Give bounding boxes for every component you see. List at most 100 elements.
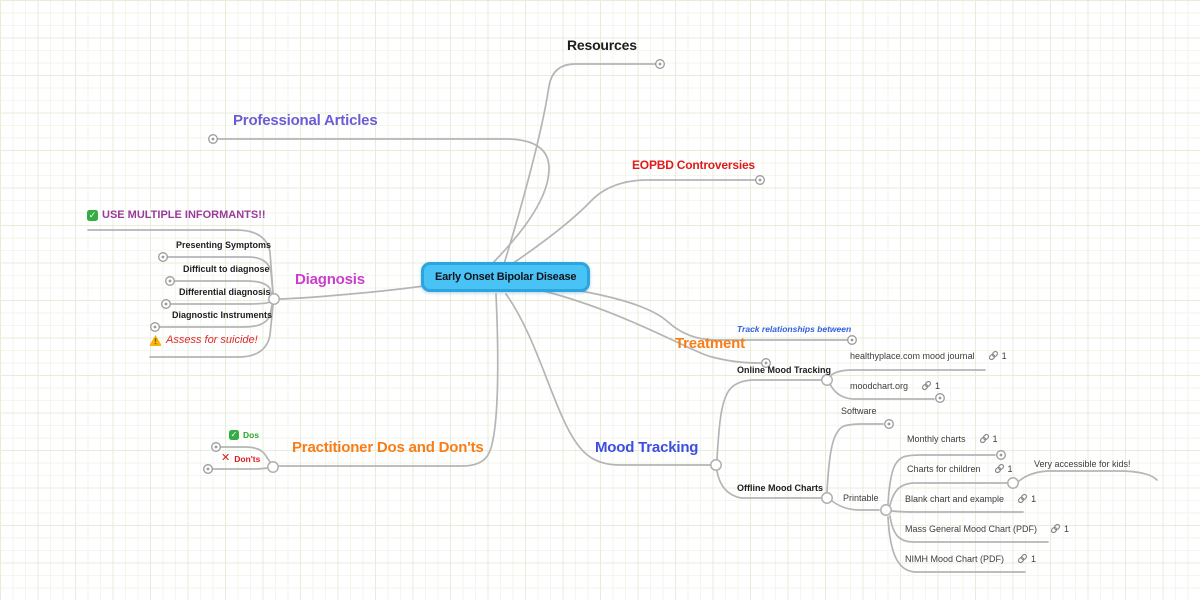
topic-blank-chart[interactable]: Blank chart and example 1 [905, 493, 1036, 504]
topic-diagnosis[interactable]: Diagnosis [295, 271, 365, 288]
topic-label: Don'ts [234, 453, 261, 464]
branch-junction-charts-for-children[interactable] [1007, 477, 1019, 489]
topic-donts[interactable]: ✕ Don'ts [221, 453, 260, 464]
topic-label: Assess for suicide! [166, 334, 258, 346]
topic-practitioner-dos-donts[interactable]: Practitioner Dos and Don'ts [292, 439, 484, 456]
topic-charts-for-children[interactable]: Charts for children 1 [907, 463, 1013, 474]
attachment-link[interactable]: 1 [994, 463, 1013, 474]
topic-label: Monthly charts [907, 433, 966, 444]
topic-professional-articles[interactable]: Professional Articles [233, 112, 378, 129]
topic-resources[interactable]: Resources [567, 37, 637, 53]
collapse-indicator-treatment[interactable] [761, 358, 771, 368]
link-count: 1 [1007, 463, 1013, 474]
connector-mood-tracking [505, 293, 711, 466]
topic-differential-diagnosis[interactable]: Differential diagnosis [179, 287, 271, 297]
link-count: 1 [1001, 350, 1007, 361]
topic-eopbd-controversies[interactable]: EOPBD Controversies [632, 158, 755, 172]
connector-healthyplace [829, 369, 986, 377]
collapse-indicator-dos[interactable] [211, 442, 221, 452]
topic-software[interactable]: Software [841, 406, 877, 416]
x-mark-icon: ✕ [221, 452, 231, 464]
collapse-indicator-track-relationships[interactable] [847, 335, 857, 345]
topic-track-relationships[interactable]: Track relationships between [737, 324, 852, 334]
topic-dos[interactable]: ✓ Dos [229, 430, 259, 440]
topic-moodchart[interactable]: moodchart.org 1 [850, 380, 940, 391]
connector-very-accessible [1018, 470, 1158, 482]
topic-presenting-symptoms[interactable]: Presenting Symptoms [176, 240, 272, 250]
connector-practitioner [278, 293, 499, 467]
topic-printable[interactable]: Printable [843, 493, 879, 503]
topic-diagnostic-instruments[interactable]: Diagnostic Instruments [172, 310, 273, 320]
link-count: 1 [1031, 553, 1037, 564]
attachment-link[interactable]: 1 [1017, 493, 1036, 504]
branch-junction-practitioner[interactable] [267, 461, 279, 473]
topic-label: Mass General Mood Chart (PDF) [905, 523, 1038, 534]
branch-junction-mood-tracking[interactable] [710, 459, 722, 471]
collapse-indicator-resources[interactable] [655, 59, 665, 69]
connector-resources [503, 63, 661, 265]
topic-online-mood-tracking[interactable]: Online Mood Tracking [737, 365, 832, 375]
collapse-indicator-difficult[interactable] [165, 276, 175, 286]
connector-assess-suicide [149, 304, 274, 358]
connector-treatment [511, 283, 762, 364]
topic-label: Blank chart and example [905, 493, 1005, 504]
collapse-indicator-moodchart[interactable] [935, 393, 945, 403]
topic-difficult-to-diagnose[interactable]: Difficult to diagnose [183, 264, 270, 274]
connector-online-mood-tracking [716, 379, 822, 460]
attachment-link[interactable]: 1 [979, 433, 998, 444]
connector-instruments [154, 304, 273, 328]
connector-nimh [887, 516, 1026, 573]
checkbox-checked-icon: ✓ [87, 209, 98, 221]
collapse-indicator-instruments[interactable] [150, 322, 160, 332]
topic-monthly-charts[interactable]: Monthly charts 1 [907, 433, 998, 444]
branch-junction-printable[interactable] [880, 504, 892, 516]
topic-assess-for-suicide[interactable]: Assess for suicide! [149, 334, 258, 346]
attachment-link[interactable]: 1 [988, 350, 1007, 361]
topic-nimh[interactable]: NIMH Mood Chart (PDF) 1 [905, 553, 1036, 564]
topic-label: Charts for children [907, 463, 981, 474]
warning-triangle-icon [149, 334, 162, 346]
link-icon [994, 463, 1004, 474]
topic-very-accessible-note[interactable]: Very accessible for kids! [1034, 459, 1131, 469]
topic-label: healthyplace.com mood journal [850, 350, 975, 361]
topic-label: Dos [243, 430, 260, 440]
root-topic[interactable]: Early Onset Bipolar Disease [421, 262, 591, 292]
attachment-link[interactable]: 1 [1017, 553, 1036, 564]
topic-mood-tracking[interactable]: Mood Tracking [595, 439, 699, 456]
collapse-indicator-professional-articles[interactable] [208, 134, 218, 144]
topic-label: moodchart.org [850, 380, 909, 391]
connector-blank-chart [891, 510, 1024, 513]
connector-use-informants [87, 229, 274, 294]
link-icon [1017, 493, 1028, 504]
connector-differential [165, 300, 273, 305]
collapse-indicator-donts[interactable] [203, 464, 213, 474]
link-count: 1 [1031, 493, 1037, 504]
connector-software [826, 423, 884, 493]
connector-donts [207, 467, 268, 470]
attachment-link[interactable]: 1 [1050, 523, 1069, 534]
branch-junction-offline[interactable] [821, 492, 833, 504]
topic-mass-general[interactable]: Mass General Mood Chart (PDF) 1 [905, 523, 1069, 534]
checkbox-checked-icon: ✓ [229, 430, 239, 440]
collapse-indicator-differential[interactable] [161, 299, 171, 309]
connector-dos [215, 446, 271, 463]
collapse-indicator-monthly[interactable] [996, 450, 1006, 460]
connector-mass-general [889, 515, 1049, 543]
connector-offline-mood-charts [716, 470, 822, 499]
collapse-indicator-software[interactable] [884, 419, 894, 429]
connector-presenting [162, 256, 274, 294]
collapse-indicator-eopbd[interactable] [755, 175, 765, 185]
attachment-link[interactable]: 1 [921, 380, 940, 391]
topic-offline-mood-charts[interactable]: Offline Mood Charts [737, 483, 823, 493]
topic-use-multiple-informants[interactable]: ✓ USE MULTIPLE INFORMANTS!! [87, 209, 266, 221]
topic-treatment[interactable]: Treatment [675, 335, 745, 352]
topic-healthyplace[interactable]: healthyplace.com mood journal 1 [850, 350, 1007, 361]
collapse-indicator-presenting[interactable] [158, 252, 168, 262]
connector-monthly-charts [887, 454, 996, 505]
topic-label: NIMH Mood Chart (PDF) [905, 553, 1005, 564]
branch-junction-online[interactable] [821, 374, 833, 386]
link-icon [988, 350, 998, 361]
branch-junction-diagnosis[interactable] [268, 293, 280, 305]
